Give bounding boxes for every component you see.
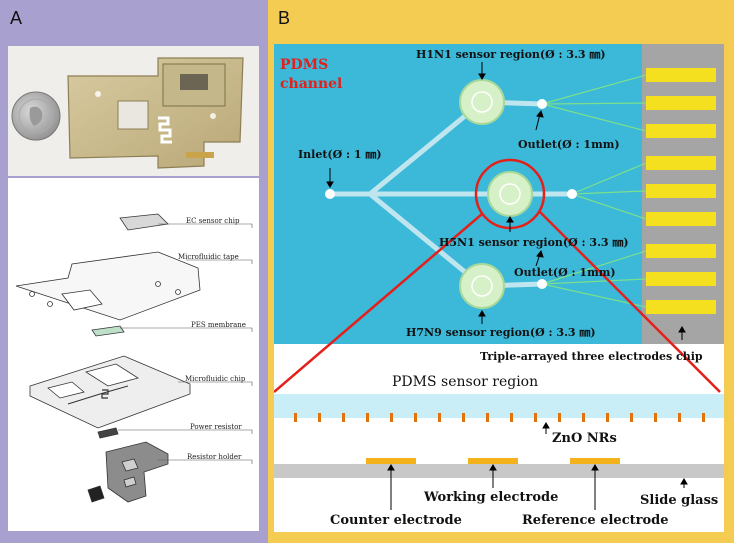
sensor-region-h5n1	[487, 171, 533, 217]
label-counter-electrode: Counter electrode	[330, 513, 462, 528]
sensor-region-h7n9	[459, 263, 505, 309]
coin	[11, 91, 61, 141]
pdms-channel-title-line1: PDMS	[280, 57, 328, 73]
label-zno-nrs: ZnO NRs	[552, 431, 617, 446]
label-microfluidic-tape: Microfluidic tape	[178, 253, 239, 261]
label-inlet: Inlet(Ø : 1 ㎜)	[298, 148, 382, 161]
exploded-view: EC sensor chip Microfluidic tape PES mem…	[8, 178, 259, 531]
device-photo-drawing	[8, 46, 259, 176]
panel-a: A	[0, 0, 268, 543]
pes-membrane-shape	[91, 325, 125, 337]
label-electrodes-chip: Triple-arrayed three electrodes chip	[480, 350, 703, 363]
label-reference-electrode: Reference electrode	[522, 513, 669, 528]
resistor-holder-shape	[105, 441, 169, 503]
microfluidic-chip-shape	[29, 355, 191, 429]
ports	[325, 99, 577, 289]
cross-section-area	[274, 344, 724, 532]
label-outlet-bottom: Outlet(Ø : 1mm)	[514, 266, 616, 279]
zoom-lines	[274, 211, 721, 393]
microfluidic-tape-shape	[15, 251, 201, 321]
ec-sensor-chip-shape	[119, 213, 169, 231]
panel-a-letter: A	[10, 8, 23, 28]
label-resistor-holder: Resistor holder	[187, 453, 242, 461]
sensor-region-h1n1	[459, 79, 505, 125]
sensor-diagram: PDMS channel H1N1 sensor region(Ø : 3.3 …	[274, 44, 724, 532]
panel-b-letter: B	[278, 8, 291, 28]
label-pes-membrane: PES membrane	[191, 321, 246, 329]
electrode-pads	[646, 68, 716, 314]
pdms-layer	[274, 394, 724, 418]
electrode-leads	[541, 74, 647, 308]
label-slide-glass: Slide glass	[640, 493, 718, 508]
label-h7n9-region: H7N9 sensor region(Ø : 3.3 ㎜)	[406, 326, 596, 339]
label-working-electrode: Working electrode	[423, 490, 558, 505]
label-pdms-sensor-region: PDMS sensor region	[392, 374, 538, 390]
label-h1n1-region: H1N1 sensor region(Ø : 3.3 ㎜)	[416, 48, 606, 61]
exploded-view-drawing: EC sensor chip Microfluidic tape PES mem…	[15, 213, 253, 503]
zno-nanorods	[294, 413, 705, 422]
cross-section-electrodes	[366, 458, 620, 464]
label-ec-sensor-chip: EC sensor chip	[186, 217, 240, 225]
power-resistor-shape	[97, 427, 119, 439]
slide-glass	[274, 464, 724, 478]
pdms-channel-title-line2: channel	[280, 76, 342, 92]
device-photo	[8, 46, 259, 176]
label-power-resistor: Power resistor	[190, 423, 242, 431]
label-microfluidic-chip: Microfluidic chip	[185, 375, 246, 383]
device-chip	[67, 57, 244, 169]
label-outlet-top: Outlet(Ø : 1mm)	[518, 138, 620, 151]
pointer-arrows	[326, 62, 688, 510]
label-h5n1-region: H5N1 sensor region(Ø : 3.3 ㎜)	[439, 236, 629, 249]
